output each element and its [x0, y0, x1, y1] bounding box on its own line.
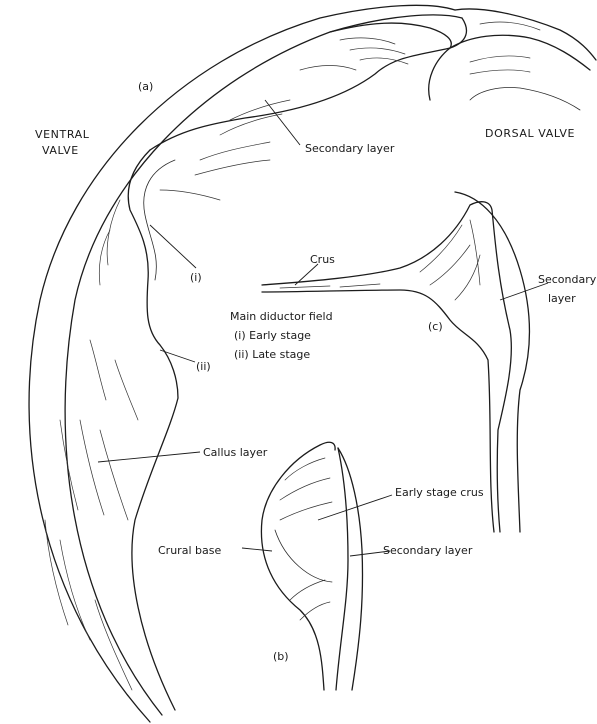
label-stage-ii: (ii)	[196, 360, 211, 373]
callus-layer-hatching	[45, 340, 138, 690]
leader-secondary-layer-a	[265, 100, 300, 145]
label-crus: Crus	[310, 253, 335, 266]
label-main-field-late: (ii) Late stage	[234, 348, 310, 361]
dorsal-valve-inner	[470, 88, 580, 111]
label-ventral-valve-2: VALVE	[42, 144, 79, 157]
dorsal-valve-outline	[455, 9, 596, 60]
early-stage-curve	[144, 160, 175, 280]
label-secondary-layer-a: Secondary layer	[305, 142, 395, 155]
ventral-valve-inner-edge	[65, 15, 462, 715]
label-secondary-layer-c-1: Secondary	[538, 273, 597, 286]
crus-c-outline	[262, 202, 511, 532]
leader-stage-ii	[160, 350, 195, 362]
crural-base-b-hatching	[280, 458, 332, 620]
early-stage-crus-curve	[275, 530, 332, 582]
leader-early-stage-crus	[318, 495, 392, 520]
leader-crural-base	[242, 548, 272, 551]
label-part-c: (c)	[428, 320, 443, 333]
label-stage-i: (i)	[190, 271, 202, 284]
leader-stage-i	[150, 225, 196, 268]
label-callus-layer: Callus layer	[203, 446, 268, 459]
label-early-stage-crus: Early stage crus	[395, 486, 484, 499]
dorsal-valve-hinge	[429, 35, 590, 100]
ventral-valve-outer-edge	[29, 5, 455, 722]
label-dorsal-valve: DORSAL VALVE	[485, 127, 575, 140]
crural-base-b-inner	[336, 448, 348, 690]
label-ventral-valve-1: VENTRAL	[35, 128, 90, 141]
dorsal-valve-hatching	[470, 22, 540, 74]
crural-base-b-secondary	[338, 448, 363, 690]
leader-callus-layer	[98, 452, 200, 462]
diductor-field-profile	[128, 150, 178, 710]
label-secondary-layer-c-2: layer	[548, 292, 576, 305]
label-main-field-early: (i) Early stage	[234, 329, 311, 342]
label-crural-base: Crural base	[158, 544, 221, 557]
label-main-field-title: Main diductor field	[230, 310, 333, 323]
label-secondary-layer-b: Secondary layer	[383, 544, 473, 557]
label-part-a: (a)	[138, 80, 153, 93]
crus-c-secondary-layer	[455, 192, 529, 532]
label-part-b: (b)	[273, 650, 289, 663]
secondary-layer-boundary	[150, 18, 466, 150]
